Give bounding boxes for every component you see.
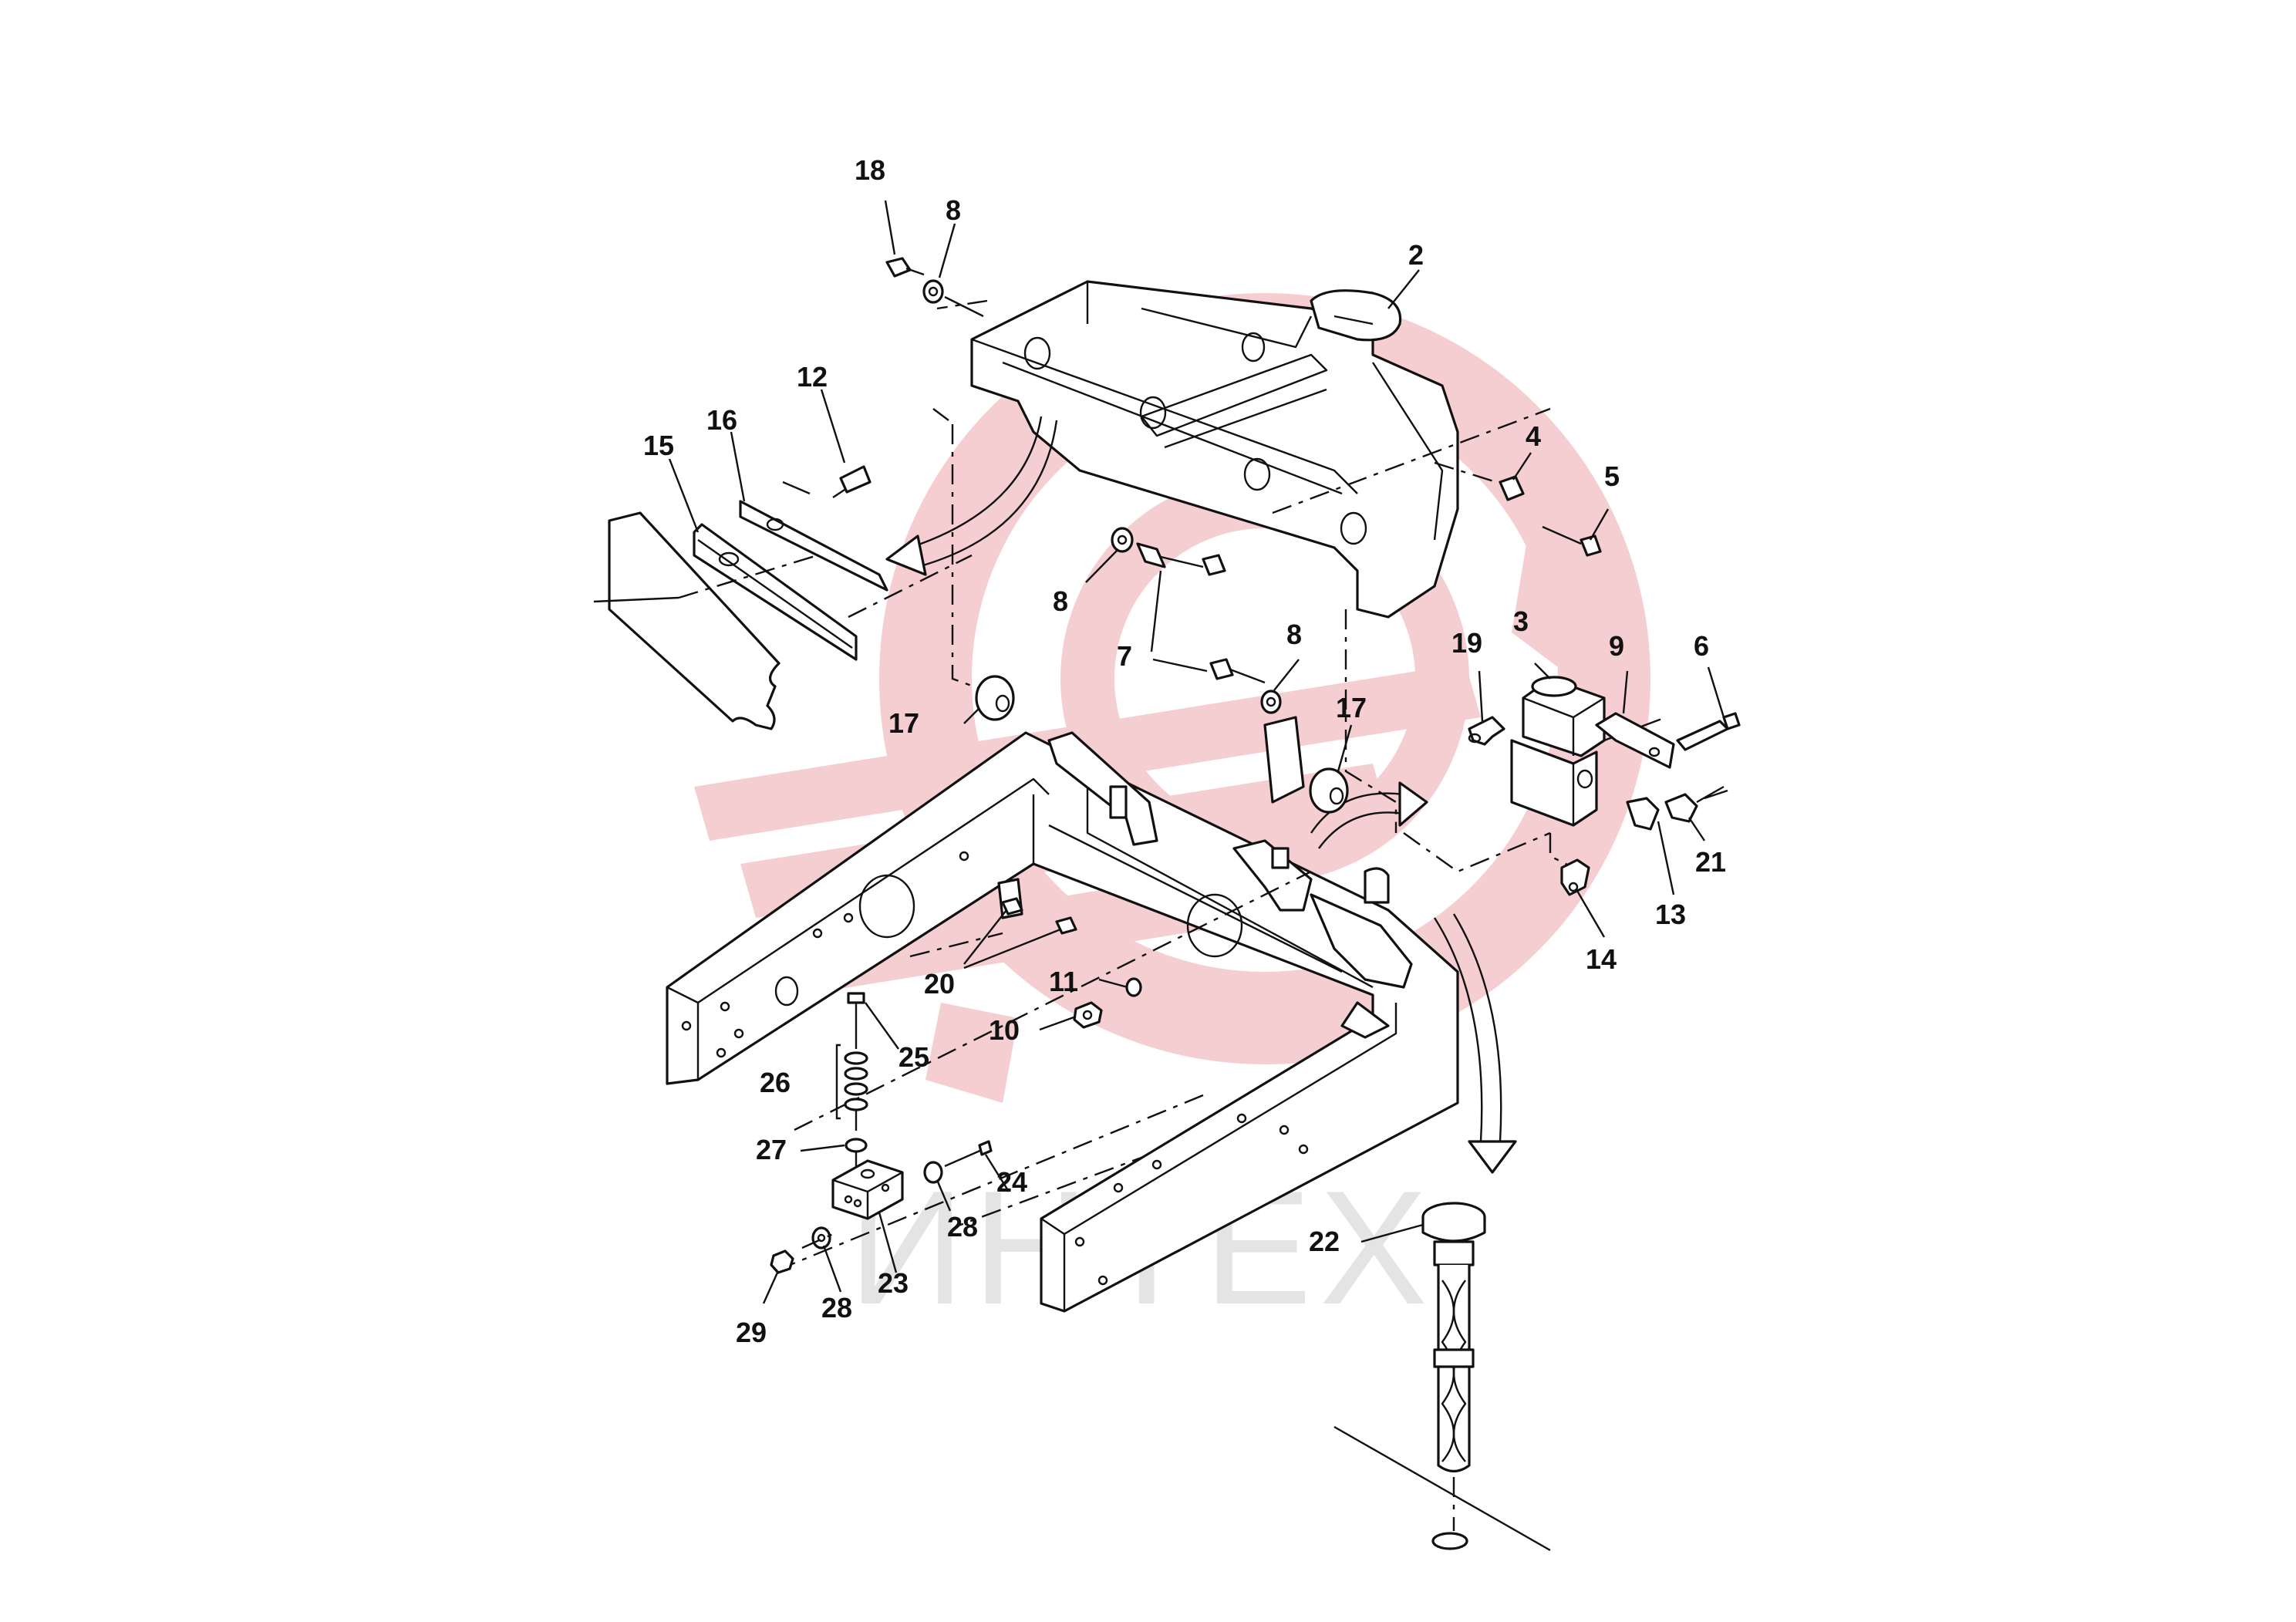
callout-7: 7: [1117, 640, 1132, 672]
callout-16: 16: [706, 404, 737, 436]
upper-frame: [970, 280, 1459, 619]
callout-28: 28: [947, 1211, 978, 1243]
callout-5: 5: [1604, 460, 1620, 492]
callout-10: 10: [989, 1014, 1020, 1046]
callout-8: 8: [946, 194, 961, 226]
rubber-mounts: [975, 675, 1349, 814]
callout-2: 2: [1408, 239, 1424, 271]
callout-4: 4: [1526, 420, 1541, 452]
callout-28: 28: [821, 1292, 852, 1324]
callout-9: 9: [1609, 630, 1624, 662]
callout-13: 13: [1655, 899, 1686, 930]
callout-11: 11: [1049, 966, 1078, 997]
callout-21: 21: [1695, 846, 1726, 878]
callout-29: 29: [736, 1317, 767, 1348]
callout-3: 3: [1513, 605, 1529, 637]
callout-23: 23: [878, 1267, 909, 1299]
callout-20: 20: [924, 968, 955, 1000]
callout-6: 6: [1694, 630, 1709, 662]
callout-15: 15: [643, 430, 674, 461]
callout-24: 24: [996, 1166, 1027, 1198]
valve-assembly: [1468, 676, 1741, 896]
direction-arrows: [885, 416, 1517, 1174]
callout-17: 17: [888, 707, 919, 739]
callout-25: 25: [899, 1041, 929, 1073]
callout-8: 8: [1286, 619, 1302, 650]
callout-labels: 18 8 2 12 16 15 4 5 8 7 8 3 19 9 6 17 17…: [643, 154, 1726, 1348]
callout-18: 18: [855, 154, 885, 186]
dipstick: [1333, 1202, 1551, 1552]
callout-19: 19: [1451, 627, 1482, 659]
callout-17: 17: [1336, 692, 1367, 723]
callout-8: 8: [1053, 585, 1068, 617]
callout-27: 27: [756, 1134, 787, 1165]
callout-12: 12: [797, 361, 828, 393]
callout-22: 22: [1309, 1226, 1340, 1257]
callout-26: 26: [760, 1067, 791, 1098]
side-plates: [593, 481, 888, 730]
leader-lines: [668, 200, 1725, 1304]
callout-14: 14: [1586, 943, 1617, 975]
fasteners: [770, 257, 1602, 1274]
